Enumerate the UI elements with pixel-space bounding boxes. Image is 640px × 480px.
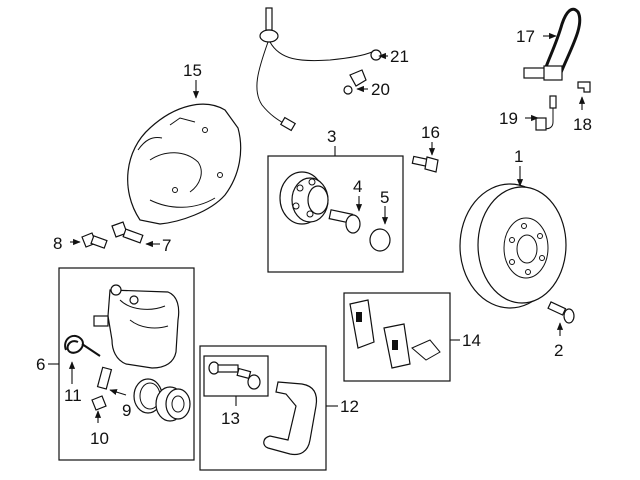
callout-19: 19 (499, 109, 518, 128)
brake-rotor (459, 183, 567, 309)
caliper-spring (64, 334, 101, 357)
brake-hose (523, 7, 582, 81)
caliper-piston (155, 386, 191, 422)
rotor-screw (547, 301, 575, 324)
callout-16: 16 (421, 123, 440, 142)
callout-14: 14 (462, 331, 481, 350)
callout-1: 1 (514, 147, 523, 166)
abs-sensor-wire (256, 7, 382, 132)
caliper-carrier-box (199, 345, 327, 471)
brake-pads (349, 299, 441, 369)
callout-6: 6 (36, 355, 45, 374)
caliper-carrier (263, 381, 318, 456)
callout-3: 3 (327, 127, 336, 146)
hose-clip (577, 81, 591, 93)
bolt-8 (81, 232, 108, 249)
splash-shield (127, 103, 242, 225)
guide-pin-kit (208, 361, 261, 390)
callout-17: 17 (516, 27, 535, 46)
callout-15: 15 (183, 61, 202, 80)
caliper-housing (93, 284, 180, 369)
bolt-7 (111, 221, 144, 244)
callout-12: 12 (340, 397, 359, 416)
dust-cap-5 (369, 228, 391, 252)
callout-18: 18 (573, 115, 592, 134)
callout-9: 9 (122, 401, 131, 420)
callout-10: 10 (90, 429, 109, 448)
callout-2: 2 (554, 341, 563, 360)
callout-13: 13 (221, 409, 240, 428)
brake-pad-box (343, 292, 451, 382)
callout-8: 8 (53, 234, 62, 253)
callout-4: 4 (353, 177, 362, 196)
hub-flange (279, 171, 329, 225)
callout-11: 11 (64, 386, 82, 405)
callout-7: 7 (162, 236, 171, 255)
hub-cap-bolt-4 (328, 209, 361, 234)
bleeder-screw (91, 366, 113, 411)
callout-5: 5 (380, 188, 389, 207)
hub-bolt (411, 155, 439, 173)
callout-20: 20 (371, 80, 390, 99)
callout-21: 21 (390, 47, 409, 66)
brake-line (535, 95, 557, 131)
